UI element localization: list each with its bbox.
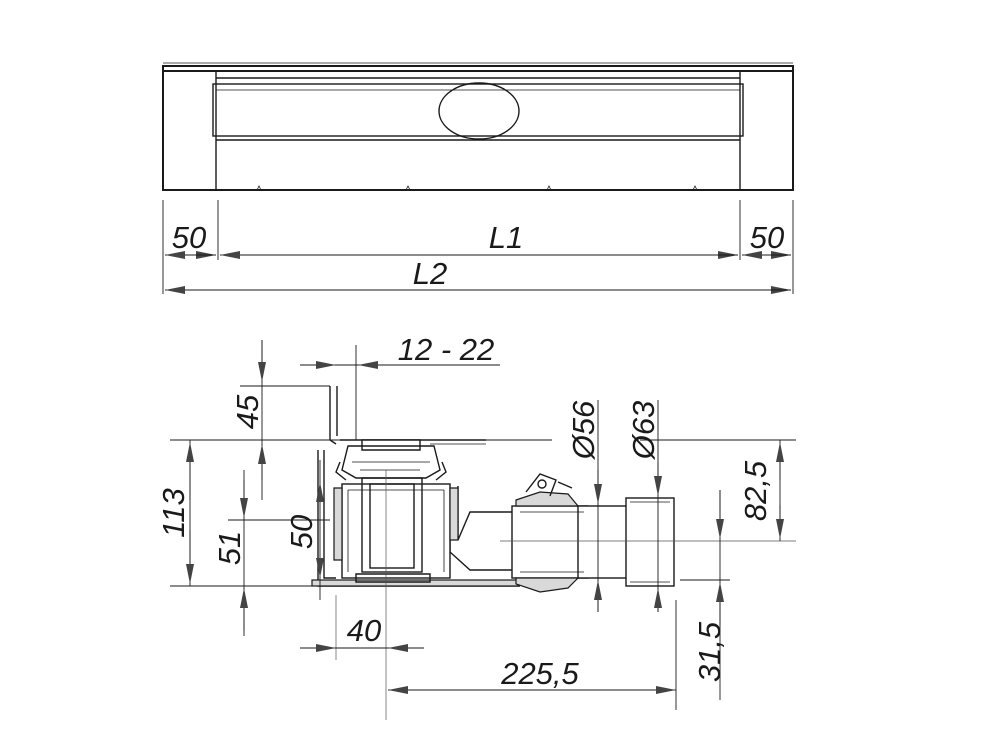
dim-label-left: 50: [172, 220, 206, 255]
pipe-56: [577, 505, 629, 579]
trap-housing: [341, 483, 451, 579]
dim-label-63: Ø63: [626, 401, 661, 461]
trap-cup: [361, 477, 423, 573]
drain-frame: [162, 65, 794, 191]
coupling-clip: [525, 473, 573, 497]
grate-clips: [335, 461, 447, 481]
coupling-bottom: [515, 577, 580, 593]
dim-label-45: 45: [230, 394, 265, 429]
pipe-details: [520, 501, 670, 583]
dim-label-12-22: 12 - 22: [398, 332, 495, 367]
wall-flange-outer: [329, 386, 337, 445]
dim-label-l2: L2: [413, 256, 447, 291]
dim-label-40: 40: [347, 613, 381, 648]
dim-label-31-5: 31,5: [692, 621, 727, 682]
trap-seals: [333, 487, 459, 561]
clip-bolt: [537, 479, 547, 489]
dim-label-51: 51: [212, 531, 247, 565]
trap-bottom: [355, 573, 431, 583]
body-inner-left: [323, 450, 336, 579]
dim-label-56: Ø56: [566, 400, 601, 460]
grate-detail: [352, 461, 430, 471]
section-view: 12 - 22 45 113 51 50 40 225,5: [156, 332, 796, 720]
grate-body: [341, 445, 441, 479]
trap-cup-inner: [369, 483, 415, 569]
base-plate: [311, 579, 519, 587]
dim-label-225-5: 225,5: [500, 656, 579, 691]
dim-label-113: 113: [156, 488, 191, 537]
body-right-inner: [449, 495, 512, 571]
dim-label-82-5: 82,5: [738, 460, 773, 521]
grate-cap: [361, 439, 421, 451]
coupling-top: [515, 491, 580, 507]
pipe-63: [625, 497, 675, 587]
dim-label-right: 50: [750, 220, 784, 255]
dim-label-l1: L1: [489, 220, 523, 255]
outlet-elbow: [511, 505, 589, 579]
body-right-wall: [457, 486, 512, 541]
trap-inner: [347, 489, 445, 572]
top-view: 50 L1 50 L2: [162, 62, 794, 294]
dim-label-50: 50: [284, 515, 319, 549]
outlet-opening: [438, 82, 520, 140]
frame-tick-marks: [256, 185, 698, 191]
grate-bar: [212, 83, 744, 137]
